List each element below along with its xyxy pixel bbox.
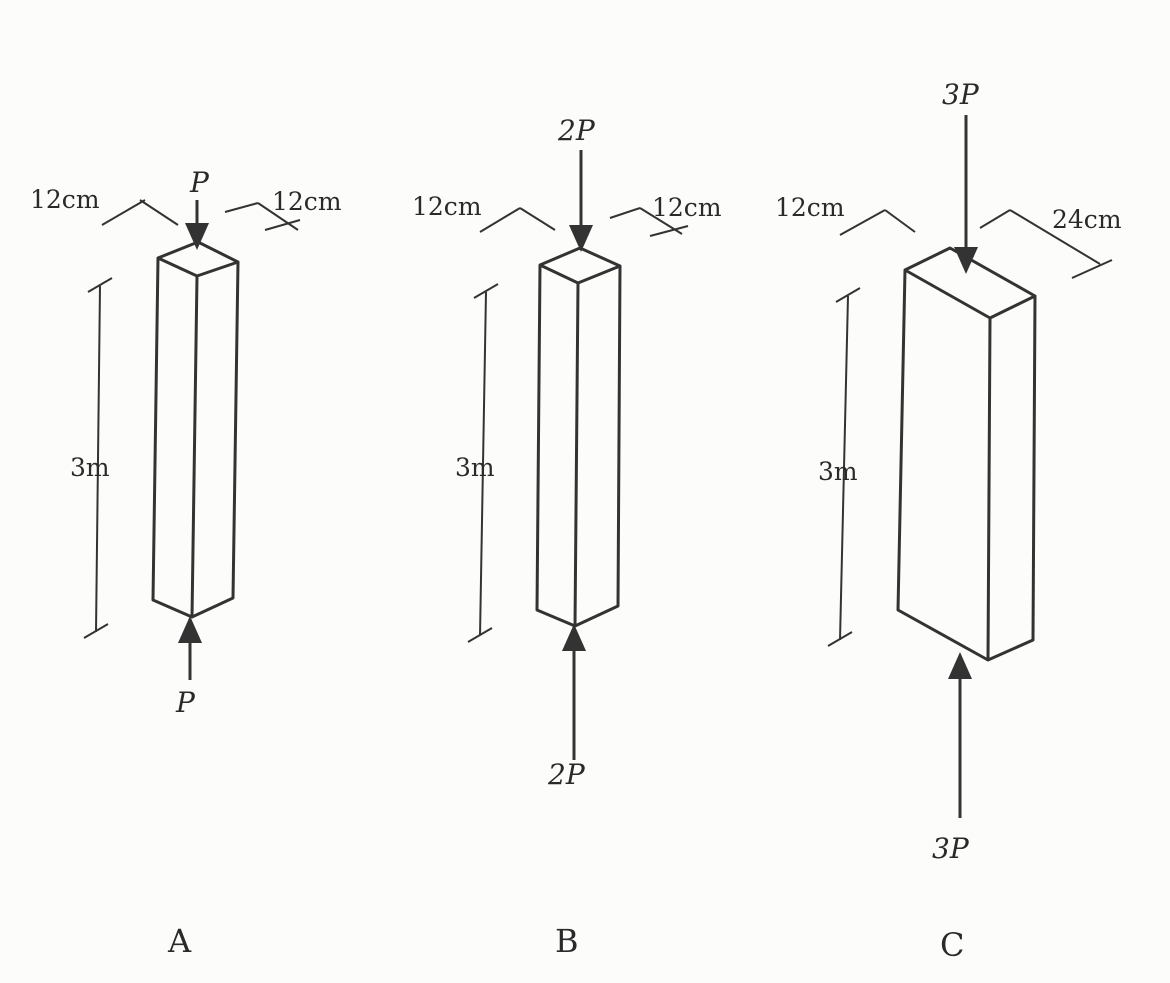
width-right-label-a: 12cm [272, 187, 342, 216]
column-c-outline [896, 246, 1037, 662]
width-left-label-c: 12cm [775, 193, 845, 222]
bottom-load-label-c: 3P [932, 832, 970, 865]
bottom-load-label-b: 2P [547, 758, 586, 791]
dimension-lines-a [83, 199, 301, 639]
caption-c: C [940, 926, 964, 964]
width-right-label-b: 12cm [652, 193, 722, 222]
height-label-a: 3m [70, 453, 110, 482]
dimension-lines-b [467, 207, 689, 643]
top-load-label-c: 3P [942, 78, 980, 111]
bottom-load-label-a: P [175, 686, 196, 719]
caption-a: A [167, 922, 192, 960]
width-right-label-c: 24cm [1052, 205, 1122, 234]
caption-b: B [555, 922, 579, 960]
top-load-label-a: P [189, 166, 210, 199]
width-left-label-a: 12cm [30, 185, 100, 214]
height-label-b: 3m [455, 453, 495, 482]
column-c: 3P 3P 12cm 24cm 3m C [775, 78, 1122, 964]
column-b-outline [535, 246, 622, 628]
column-a: P P 12cm 12cm 3m A [30, 166, 342, 960]
column-b: 2P 2P 12cm 12cm 3m B [412, 114, 722, 960]
top-load-label-b: 2P [557, 114, 596, 147]
width-left-label-b: 12cm [412, 192, 482, 221]
dimension-lines-c [827, 209, 1113, 647]
column-a-outline [151, 240, 240, 619]
height-label-c: 3m [818, 457, 858, 486]
